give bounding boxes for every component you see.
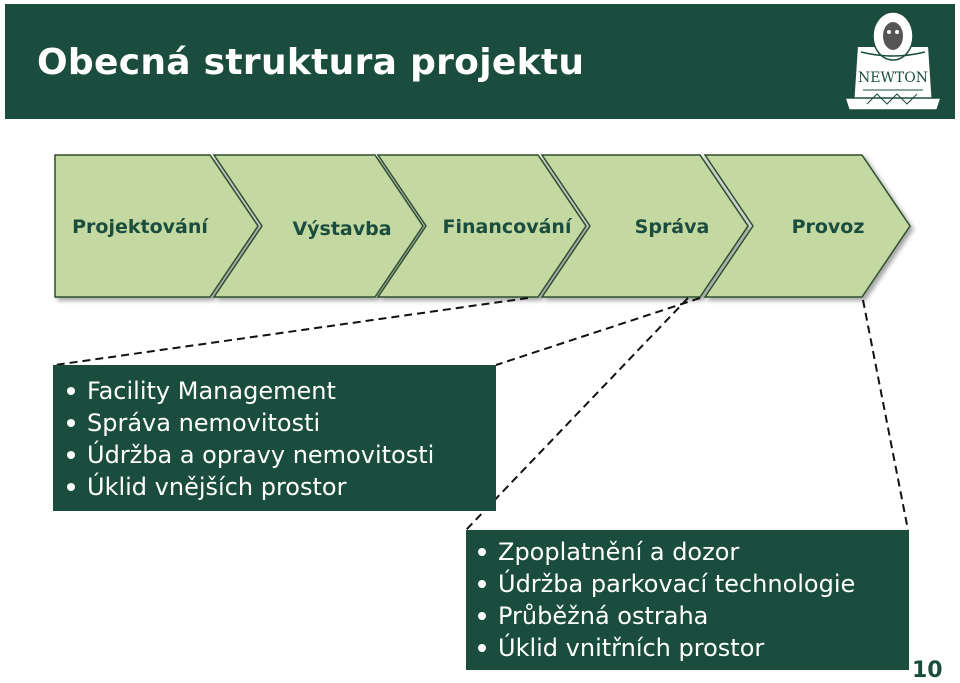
connector-lines xyxy=(54,297,909,531)
phase-label-financovani: Financování xyxy=(443,216,573,238)
phase-label-sprava: Správa xyxy=(635,216,710,238)
operations-box: Zpoplatnění a dozor Údržba parkovací tec… xyxy=(466,530,909,670)
bullet-icon xyxy=(67,483,75,491)
phase-label-projektovani: Projektování xyxy=(72,216,209,238)
phase-chevron-provoz: Provoz xyxy=(703,154,911,298)
list-item: Údržba parkovací technologie xyxy=(478,568,909,600)
connector-sprava-left xyxy=(54,297,529,366)
phase-chevrons: Projektování Výstavba Financování Správa… xyxy=(54,154,911,298)
phase-label-vystavba: Výstavba xyxy=(292,218,391,240)
phase-chevron-projektovani: Projektování xyxy=(54,154,259,298)
phase-chevron-vystavba: Výstavba xyxy=(212,154,424,298)
page-title: Obecná struktura projektu xyxy=(37,42,585,83)
bullet-icon xyxy=(478,580,486,588)
connector-sprava-right xyxy=(495,297,701,366)
header-banner: Obecná struktura projektu NEWTON xyxy=(5,4,955,119)
phase-chevron-financovani: Financování xyxy=(376,154,587,298)
bullet-icon xyxy=(67,387,75,395)
list-item: Úklid vnějších prostor xyxy=(67,471,496,503)
list-item: Úklid vnitřních prostor xyxy=(478,632,909,664)
phase-label-provoz: Provoz xyxy=(792,216,865,238)
bullet-icon xyxy=(478,612,486,620)
logo-text: NEWTON xyxy=(858,70,928,86)
phase-chevron-sprava: Správa xyxy=(540,154,749,298)
bullet-icon xyxy=(478,548,486,556)
list-item: Facility Management xyxy=(67,375,496,407)
bullet-icon xyxy=(67,419,75,427)
list-item: Údržba a opravy nemovitosti xyxy=(67,439,496,471)
page-number: 10 xyxy=(912,658,943,683)
list-item: Průběžná ostraha xyxy=(478,600,909,632)
bullet-icon xyxy=(478,644,486,652)
newton-college-logo: NEWTON xyxy=(837,6,949,118)
facility-management-box: Facility Management Správa nemovitosti Ú… xyxy=(53,365,496,511)
list-item: Správa nemovitosti xyxy=(67,407,496,439)
list-item: Zpoplatnění a dozor xyxy=(478,536,909,568)
connector-provoz-left xyxy=(465,297,689,531)
connector-provoz-right xyxy=(862,299,909,531)
bullet-icon xyxy=(67,451,75,459)
